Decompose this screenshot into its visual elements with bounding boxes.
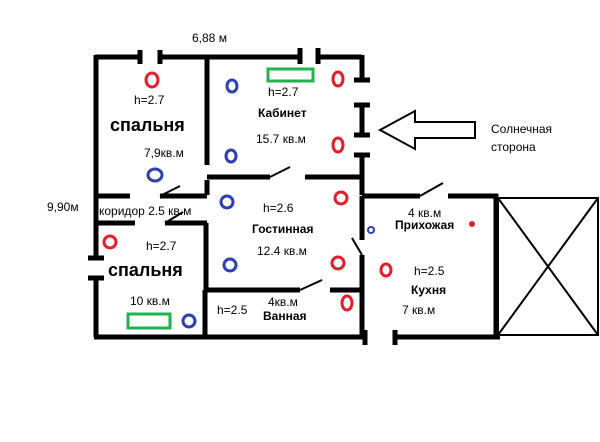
door-swings — [159, 166, 444, 291]
living-name: Гостинная — [252, 222, 313, 236]
bedroom-top-name: спальня — [110, 115, 185, 135]
stairwell-outline — [497, 197, 599, 336]
bedroom-bottom-name: спальня — [108, 260, 183, 280]
study-area: 15.7 кв.м — [256, 132, 306, 146]
door-swing — [164, 211, 184, 224]
hot-dot-icon — [469, 221, 475, 227]
bedroom-top-height: h=2.7 — [134, 93, 165, 107]
kitchen-area: 7 кв.м — [402, 303, 435, 317]
stairwell-cross — [497, 197, 599, 336]
study-name: Кабинет — [258, 106, 307, 120]
stairwell-box — [497, 197, 599, 336]
sun-arrow-icon — [377, 109, 476, 151]
hot-marker-icon — [331, 70, 345, 88]
hot-marker-icon — [144, 71, 160, 89]
bathroom-name: Ванная — [263, 309, 307, 323]
sun-label-line-2: сторона — [491, 140, 536, 154]
hallway-name: Прихожая — [395, 218, 454, 232]
walls — [88, 48, 500, 345]
radiator-study — [266, 67, 315, 83]
hallway-area: 4 кв.м — [408, 206, 441, 220]
cold-marker-icon — [181, 313, 197, 329]
cold-marker-icon — [219, 194, 235, 210]
living-height: h=2.6 — [263, 201, 294, 215]
bedroom-bottom-area: 10 кв.м — [130, 294, 170, 308]
living-area: 12.4 кв.м — [257, 244, 307, 258]
cold-marker-icon — [225, 78, 239, 94]
door-swing — [351, 237, 363, 256]
radiator-bedroom — [126, 312, 172, 330]
kitchen-name: Кухня — [411, 283, 446, 297]
bathroom-height: h=2.5 — [217, 303, 248, 317]
width-dimension-label: 6,88 м — [192, 31, 227, 45]
cold-marker-icon — [224, 148, 238, 164]
cold-marker-icon — [222, 257, 238, 273]
bathroom-area: 4кв.м — [268, 295, 298, 309]
height-dimension-label: 9,90м — [47, 200, 79, 214]
door-swing — [269, 166, 291, 178]
hot-marker-icon — [102, 234, 118, 250]
cold-markers — [146, 78, 239, 329]
bedroom-top-area: 7,9кв.м — [144, 146, 184, 160]
corridor-label: коридор 2.5 кв.м — [99, 204, 191, 218]
sun-label-line-1: Солнечная — [491, 122, 552, 136]
door-swing — [159, 185, 181, 197]
door-swing — [419, 182, 444, 197]
study-height: h=2.7 — [268, 85, 299, 99]
bedroom-bottom-height: h=2.7 — [146, 239, 177, 253]
cold-dot-icon — [367, 226, 375, 234]
hot-marker-icon — [333, 190, 349, 206]
hot-marker-icon — [330, 255, 346, 271]
cold-marker-icon — [146, 167, 164, 183]
door-swing — [299, 279, 323, 291]
hot-marker-icon — [379, 262, 393, 278]
hot-marker-icon — [340, 294, 354, 312]
kitchen-height: h=2.5 — [414, 264, 445, 278]
hot-marker-icon — [331, 136, 345, 154]
hot-markers — [102, 70, 393, 312]
